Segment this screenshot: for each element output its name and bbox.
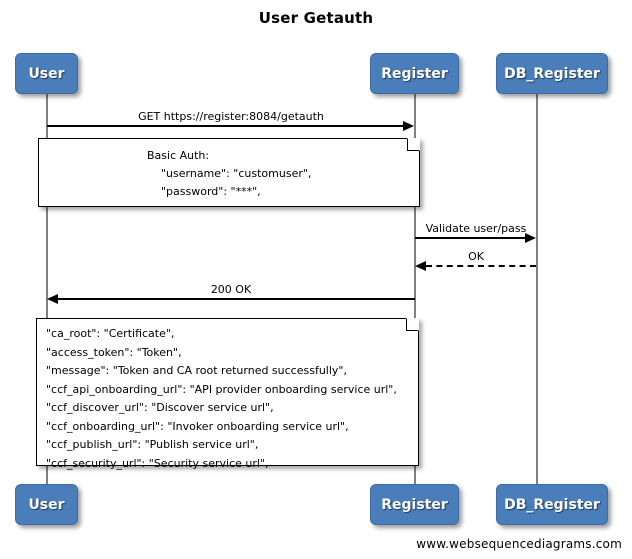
arrowhead-ok [415,261,426,271]
participant-user-bottom-label: User [28,496,65,513]
message-line-get-getauth [47,125,404,127]
note-payload-line-1: "ca_root": "Certificate", [46,327,175,340]
message-label-get-getauth: GET https://register:8084/getauth [138,110,324,123]
lifeline-user [46,94,48,484]
participant-register-top-label: Register [381,65,448,82]
participant-register-top[interactable]: Register [370,53,459,94]
note-response-payload: "ca_root": "Certificate", "access_token"… [36,318,419,470]
note-fold-icon [406,318,419,331]
message-label-ok: OK [468,250,484,263]
participant-db-register-top[interactable]: DB_Register [496,53,608,94]
note-payload-line-8: "ccf_security_url": "Security service ur… [46,456,269,470]
arrowhead-200-ok [47,294,58,304]
message-line-200-ok [58,298,415,300]
note-payload-line-7: "ccf_publish_url": "Publish service url"… [46,438,259,451]
participant-db-register-top-label: DB_Register [504,65,600,82]
note-basic-auth-line-1: Basic Auth: [147,149,210,162]
note-basic-auth-line-2: "username": "customuser", [147,167,312,180]
lifeline-register [414,94,416,484]
arrowhead-get-getauth [403,121,414,131]
participant-register-bottom-label: Register [381,496,448,513]
note-payload-line-6: "ccf_onboarding_url": "Invoker onboardin… [46,419,349,433]
note-fold-icon [407,138,420,151]
note-basic-auth: Basic Auth: "username": "customuser", "p… [38,138,420,207]
note-payload-line-3: "message": "Token and CA root returned s… [46,364,347,377]
message-label-validate-user-pass: Validate user/pass [425,222,527,235]
message-line-ok [426,265,536,267]
participant-user-top-label: User [28,65,65,82]
footer-watermark: www.websequencediagrams.com [416,537,622,551]
message-label-200-ok: 200 OK [210,283,252,296]
note-payload-line-4: "ccf_api_onboarding_url": "API provider … [46,382,397,396]
diagram-title: User Getauth [258,9,374,27]
participant-user-bottom[interactable]: User [15,484,78,525]
participant-db-register-bottom-label: DB_Register [504,496,600,513]
participant-db-register-bottom[interactable]: DB_Register [496,484,608,525]
note-basic-auth-line-3: "password": "***", [147,185,261,198]
arrowhead-validate-user-pass [525,233,536,243]
message-line-validate-user-pass [415,237,526,239]
note-payload-line-2: "access_token": "Token", [46,345,182,359]
lifeline-db-register [536,94,538,484]
note-payload-line-5: "ccf_discover_url": "Discover service ur… [46,401,274,414]
participant-register-bottom[interactable]: Register [370,484,459,525]
participant-user-top[interactable]: User [15,53,78,94]
